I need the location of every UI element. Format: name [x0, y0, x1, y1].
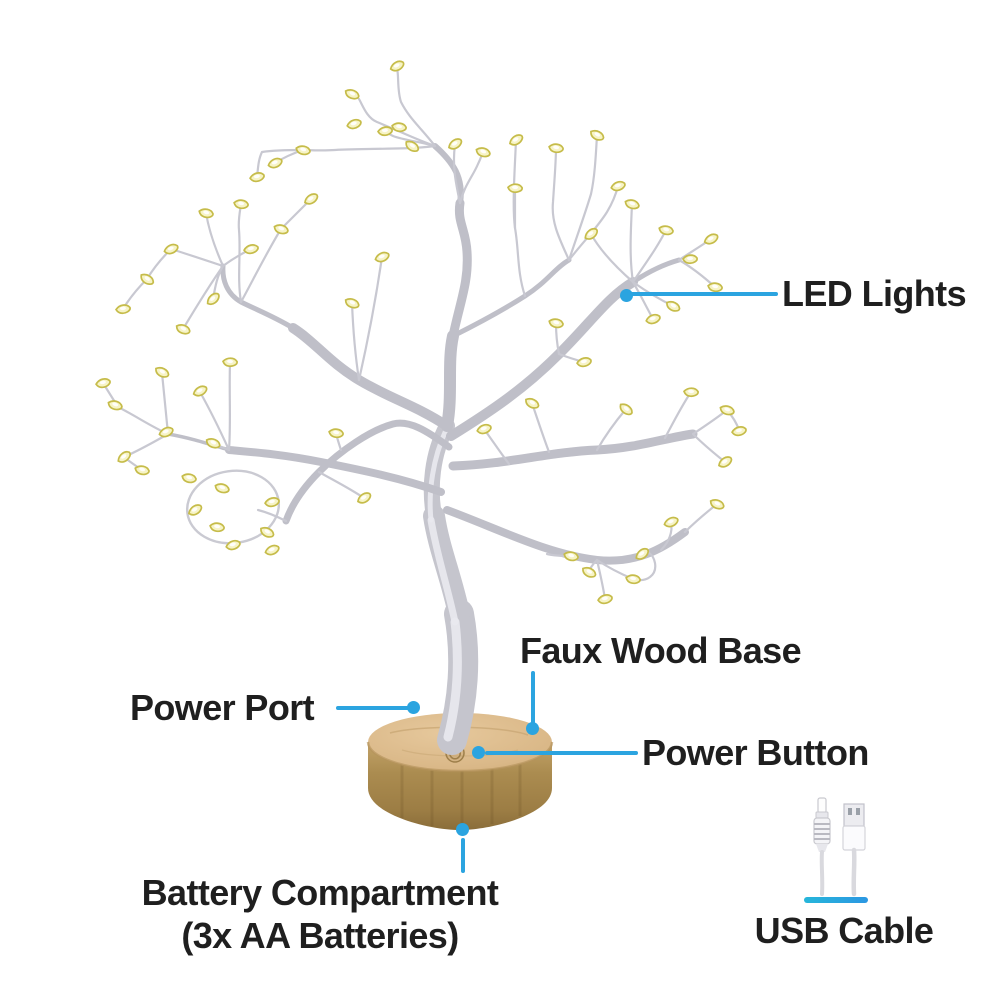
led-light: [658, 225, 674, 236]
led-light: [584, 227, 599, 240]
led-light: [525, 397, 540, 409]
led-light: [448, 138, 463, 150]
led-light: [590, 129, 605, 141]
led-light: [377, 126, 393, 137]
led-light: [597, 594, 613, 605]
led-light: [475, 147, 491, 158]
led-light: [610, 180, 626, 192]
callout-line: [336, 706, 410, 710]
led-light: [582, 566, 597, 578]
dot-icon: [526, 722, 539, 735]
led-light: [576, 357, 592, 368]
battery-compartment-line2: (3x AA Batteries): [181, 915, 459, 956]
led-light: [346, 118, 362, 130]
dot-icon: [456, 823, 469, 836]
led-light: [357, 492, 372, 504]
tree-trunk: [423, 418, 479, 755]
led-light: [304, 193, 319, 205]
led-light: [107, 400, 123, 411]
dot-icon: [407, 701, 420, 714]
led-light: [214, 483, 230, 494]
led-lights-cluster: [95, 60, 747, 605]
callout-line: [461, 838, 465, 873]
led-light: [476, 423, 492, 435]
usb-a-plug-icon: [842, 803, 866, 897]
tree-twigs: [101, 66, 741, 601]
led-light: [683, 387, 699, 398]
led-light: [635, 547, 650, 560]
led-light: [192, 385, 208, 397]
led-light: [95, 378, 111, 389]
led-light: [273, 224, 289, 235]
led-light: [344, 89, 360, 100]
callout-line: [485, 751, 638, 755]
led-light: [344, 298, 360, 309]
led-light: [509, 134, 524, 146]
led-light: [718, 456, 733, 468]
led-light: [209, 522, 225, 533]
led-light: [181, 473, 197, 484]
power-button-label: Power Button: [642, 732, 869, 773]
led-light: [709, 499, 725, 510]
led-light: [707, 282, 723, 293]
led-light: [405, 140, 420, 153]
led-light: [703, 233, 719, 245]
led-light: [205, 438, 221, 449]
led-light: [264, 497, 280, 508]
led-light: [645, 313, 661, 325]
led-light: [295, 145, 311, 156]
led-light: [625, 574, 641, 585]
battery-compartment-label: Battery Compartment (3x AA Batteries): [94, 871, 546, 957]
led-light: [117, 450, 132, 463]
led-light: [260, 526, 275, 538]
led-light: [249, 172, 265, 183]
led-light: [267, 157, 283, 169]
led-light: [198, 208, 214, 219]
led-light: [140, 273, 155, 286]
led-light: [548, 318, 564, 329]
dc-plug-icon: [813, 797, 831, 896]
led-light: [206, 292, 220, 306]
led-light: [391, 122, 407, 133]
callout-line: [531, 671, 535, 724]
led-light: [158, 426, 174, 438]
led-light: [134, 465, 150, 476]
usb-cable-label: USB Cable: [754, 910, 934, 951]
battery-compartment-line1: Battery Compartment: [141, 872, 499, 913]
led-light: [155, 366, 170, 378]
led-light: [243, 244, 259, 255]
led-light: [666, 300, 681, 312]
led-light: [115, 304, 131, 315]
led-lights-label: LED Lights: [782, 273, 967, 314]
led-light: [225, 539, 241, 551]
led-light: [188, 504, 203, 516]
led-light: [389, 60, 405, 72]
led-light: [264, 544, 280, 556]
tree-branches: [166, 143, 698, 565]
led-light: [548, 143, 564, 154]
power-port-label: Power Port: [130, 687, 315, 728]
led-light: [681, 254, 698, 265]
usb-cable-icon: [813, 797, 866, 897]
led-light: [619, 403, 633, 416]
faux-wood-base-label: Faux Wood Base: [520, 630, 802, 671]
led-light: [624, 199, 640, 210]
callout-line: [627, 292, 778, 296]
led-light: [328, 428, 344, 439]
led-light: [507, 183, 523, 194]
led-light: [222, 357, 238, 368]
led-light: [374, 251, 390, 263]
dot-icon: [472, 746, 485, 759]
led-light: [175, 324, 191, 335]
led-light: [663, 516, 679, 528]
led-light: [563, 551, 579, 562]
led-light: [233, 199, 249, 210]
led-light: [731, 426, 747, 437]
led-light: [163, 243, 179, 255]
led-light: [719, 405, 735, 416]
usb-underline: [804, 897, 868, 903]
